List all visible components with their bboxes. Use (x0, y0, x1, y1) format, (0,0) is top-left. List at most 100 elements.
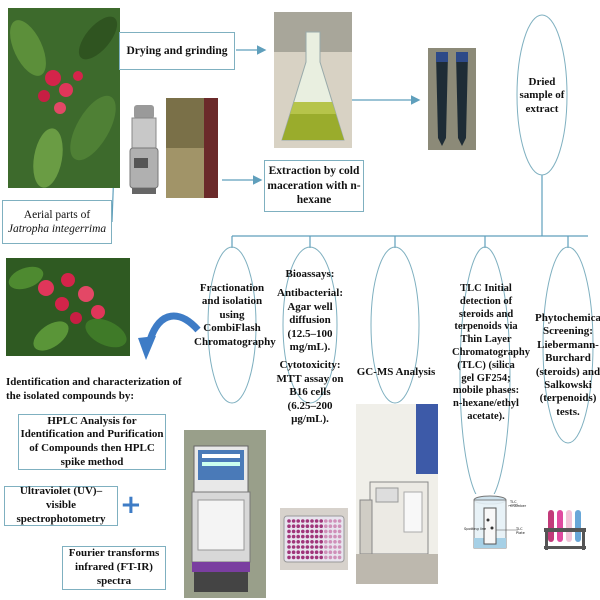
plate-well (301, 555, 305, 560)
plate-well (287, 550, 291, 554)
plate-well (333, 524, 337, 528)
plate-well (333, 555, 337, 560)
aerial-parts-box: Aerial parts of Jatropha integerrima (2, 200, 112, 244)
plate-well (333, 519, 337, 523)
plate-well (287, 519, 291, 523)
plate-well (291, 524, 296, 528)
plate-well (328, 550, 333, 554)
plate-well (319, 550, 323, 554)
identification-heading: Identification and characterization of t… (6, 376, 182, 402)
plate-well (328, 540, 333, 544)
plate-well (314, 519, 319, 523)
spotting-line-caption: Spotting line (464, 527, 487, 531)
plate-well (333, 529, 337, 534)
plate-well (310, 540, 314, 544)
plate-well (291, 540, 296, 544)
hplc-box: HPLC Analysis for Identification and Pur… (18, 414, 166, 470)
plate-well (310, 555, 314, 560)
tlc-chamber-caption: TLC Chamber (510, 500, 527, 508)
plate-well (310, 519, 314, 523)
plate-well (287, 545, 291, 549)
plate-well (301, 545, 305, 549)
tlc-plate-caption: TLC Plate (516, 527, 525, 535)
plate-well (333, 545, 337, 549)
plant-photo-top (8, 8, 120, 188)
plate-well (291, 545, 296, 549)
plate-well (328, 534, 333, 539)
oval-bioassays (282, 246, 338, 404)
combiflash-photo (184, 430, 266, 598)
plate-well (301, 529, 305, 534)
plate-well (319, 534, 323, 539)
plate-well (324, 524, 328, 528)
plate-well (337, 540, 342, 544)
grinder-photo (124, 100, 164, 200)
plate-well (291, 534, 296, 539)
bioassays-title: Bioassays: (285, 268, 335, 280)
plate-well (287, 540, 291, 544)
plate-well (319, 524, 323, 528)
plate-well (324, 519, 328, 523)
curved-blue-arrow (146, 312, 201, 342)
plate-well (337, 555, 342, 560)
plate-well (305, 529, 310, 534)
plate-well (337, 550, 342, 554)
plate-well (296, 540, 300, 544)
plate-well (324, 529, 328, 534)
plate-well (314, 550, 319, 554)
dried-sample-label: Dried sample of extract (519, 76, 565, 115)
plate-well (301, 540, 305, 544)
plus-sign: + (120, 490, 142, 520)
plate-well (328, 545, 333, 549)
extraction-box: Extraction by cold maceration with n-hex… (264, 160, 364, 212)
plate-well (319, 555, 323, 560)
plate-well (314, 524, 319, 528)
fractionation-label: Fractionation and isolation using CombiF… (194, 282, 276, 348)
plate-well (305, 545, 310, 549)
plate-well (314, 529, 319, 534)
plate-well (319, 540, 323, 544)
plate-well (305, 524, 310, 528)
plate-well (310, 534, 314, 539)
plate-well (291, 529, 296, 534)
plate-well (337, 524, 342, 528)
plate-well (301, 519, 305, 523)
well-plate-photo (280, 508, 348, 570)
plate-well (324, 545, 328, 549)
plate-well (314, 534, 319, 539)
plate-well (305, 550, 310, 554)
ftir-box: Fourier transforms infrared (FT-IR) spec… (62, 546, 166, 590)
plate-well (291, 519, 296, 523)
plate-well (324, 550, 328, 554)
plate-well (310, 529, 314, 534)
plate-well (296, 545, 300, 549)
tlc-label: TLC Initial detection of steroids and te… (452, 283, 530, 422)
plant-photo-bottom (6, 258, 130, 356)
plate-well (305, 519, 310, 523)
plate-well (305, 540, 310, 544)
uv-box: Ultraviolet (UV)–visible spectrophotomet… (4, 485, 118, 526)
plate-well (301, 524, 305, 528)
plate-well (337, 529, 342, 534)
plate-well (296, 534, 300, 539)
plate-well (287, 529, 291, 534)
plate-well (310, 545, 314, 549)
dried-extract-tubes-photo (428, 48, 476, 150)
gcms-label: GC-MS Analysis (356, 366, 436, 378)
plate-well (305, 555, 310, 560)
plate-well (324, 534, 328, 539)
plate-well (301, 550, 305, 554)
phyto-label: Phytochemical Screening: Liebermann-Burc… (535, 312, 600, 418)
oval-gcms (370, 246, 420, 404)
plate-well (337, 545, 342, 549)
plate-well (310, 550, 314, 554)
drying-grinding-box: Drying and grinding (119, 32, 235, 70)
test-tubes-image (540, 506, 590, 554)
plate-well (296, 524, 300, 528)
plate-well (301, 534, 305, 539)
plate-well (310, 524, 314, 528)
gcms-photo (356, 404, 438, 584)
plate-well (296, 519, 300, 523)
plate-well (287, 524, 291, 528)
plate-well (287, 534, 291, 539)
